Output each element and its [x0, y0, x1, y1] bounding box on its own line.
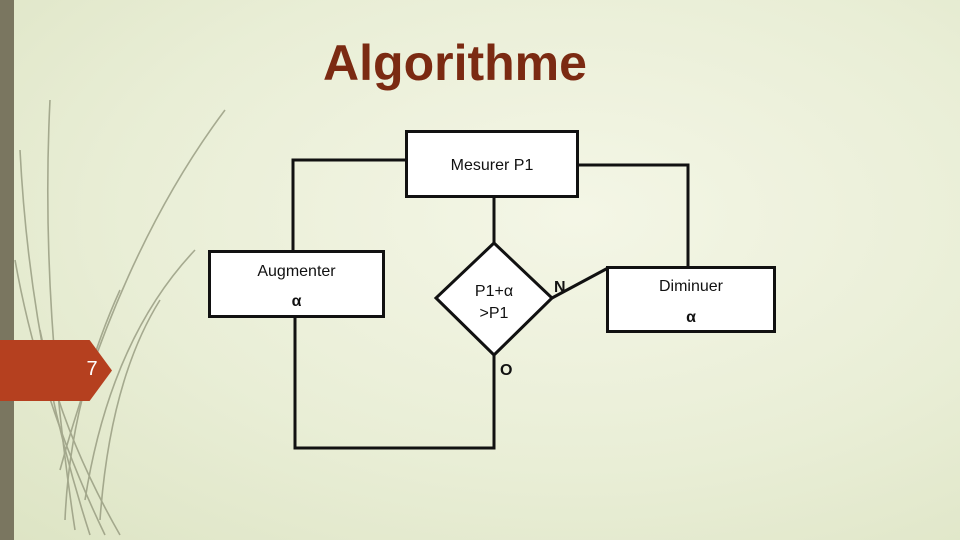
decision-label-top: P1+α	[444, 283, 544, 301]
measure-label: Mesurer P1	[408, 157, 576, 175]
yes-edge-label: O	[500, 362, 512, 380]
decision-label-bottom: >P1	[444, 305, 544, 323]
increase-box: Augmenter α	[208, 250, 385, 318]
increase-label: Augmenter	[211, 263, 382, 281]
measure-box: Mesurer P1	[405, 130, 579, 198]
increase-alpha: α	[211, 293, 382, 311]
decrease-label: Diminuer	[609, 278, 773, 296]
decrease-box: Diminuer α	[606, 266, 776, 333]
decrease-alpha: α	[609, 309, 773, 327]
no-edge-label: N	[554, 279, 566, 297]
